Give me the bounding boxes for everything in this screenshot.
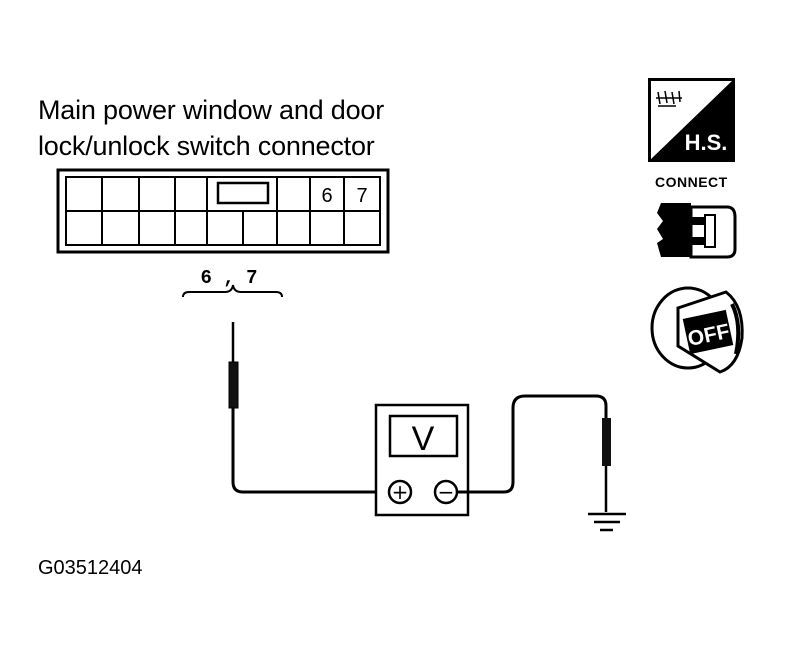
diagram-title: Main power window and door lock/unlock s… bbox=[38, 92, 468, 164]
terminals-label: 6 , 7 bbox=[200, 267, 257, 289]
pin-label-6: 6 bbox=[321, 185, 332, 207]
negative-symbol: − bbox=[438, 480, 455, 504]
connector-housing bbox=[56, 168, 390, 254]
positive-probe bbox=[228, 322, 239, 482]
connect-label: CONNECT bbox=[655, 174, 728, 190]
harness-side-label: H.S. bbox=[685, 130, 728, 155]
pin-label-7: 7 bbox=[356, 185, 367, 207]
positive-terminal bbox=[387, 479, 413, 505]
connector-connected-icon bbox=[657, 203, 737, 259]
ignition-off-key-icon: OFF bbox=[650, 286, 744, 374]
terminals-brace bbox=[182, 284, 283, 298]
title-line-1: Main power window and door bbox=[38, 95, 384, 125]
harness-side-icon: H.S. bbox=[648, 78, 735, 162]
ground-symbol bbox=[588, 512, 626, 532]
figure-code: G03512404 bbox=[38, 557, 143, 579]
title-line-2: lock/unlock switch connector bbox=[38, 131, 375, 161]
positive-lead-wire bbox=[231, 481, 388, 494]
negative-probe bbox=[602, 418, 611, 512]
voltmeter bbox=[374, 403, 470, 517]
positive-symbol: + bbox=[392, 480, 409, 504]
negative-lead-wire bbox=[457, 394, 608, 494]
meter-label: V bbox=[412, 420, 435, 458]
